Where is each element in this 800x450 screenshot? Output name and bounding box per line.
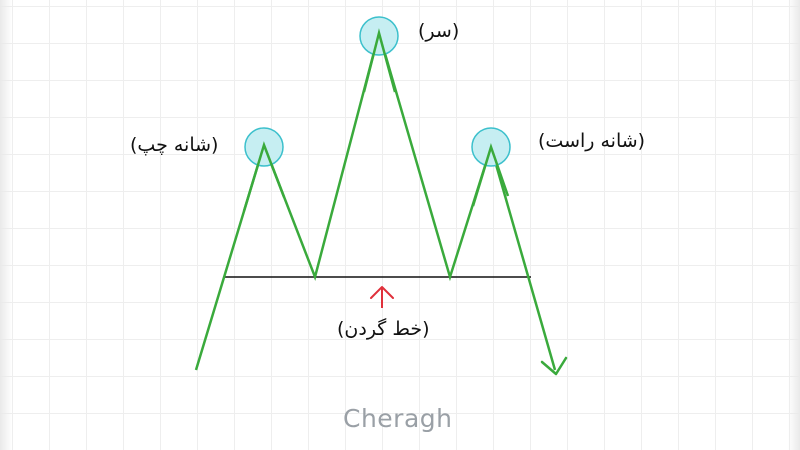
neckline-label: (خط گردن) [337,318,430,340]
head-peak [362,28,397,93]
head-label: (سر) [418,20,460,42]
right-shadow [788,0,800,450]
arrow-up-icon [370,286,394,308]
left-shoulder-peak [242,141,286,212]
right-shoulder-label: (شانه راست) [538,130,646,152]
right-shoulder-peak [471,142,510,207]
arrow-down-icon [540,356,568,376]
left-shadow [0,0,12,450]
left-shoulder-label: (شانه چپ) [130,134,219,156]
watermark-logo: Cheragh [343,404,453,433]
